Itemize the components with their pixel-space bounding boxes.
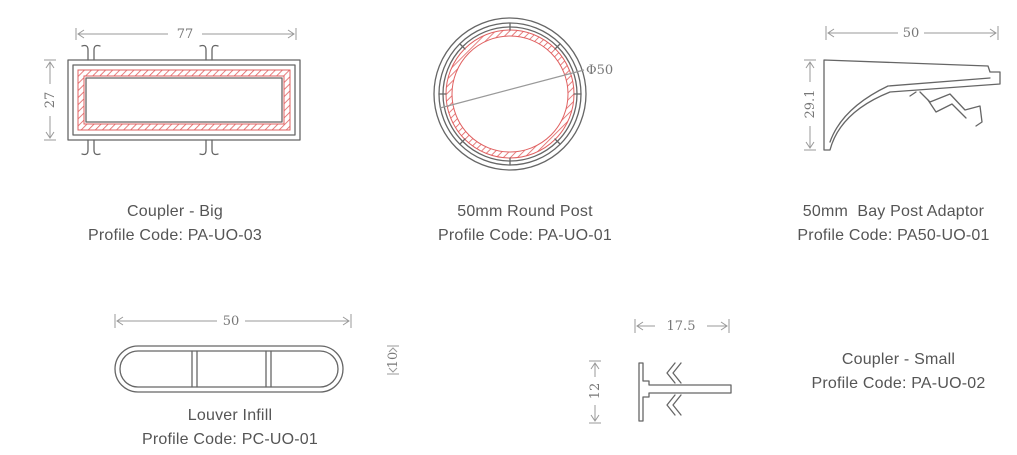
diameter-line [439,69,585,109]
width-dimension-line [75,28,297,40]
coupler-small-caption: Coupler - Small Profile Code: PA-UO-02 [780,348,1017,396]
round-post-profile [433,17,587,171]
bay-post-adaptor-drawing: 50 29.1 [790,22,1017,162]
profile-name: Coupler - Big [127,203,223,220]
profile-code: Profile Code: PA-UO-02 [811,375,986,392]
bay-post-adaptor-caption: 50mm Bay Post Adaptor Profile Code: PA50… [770,200,1017,248]
round-post-drawing: Φ50 [420,14,660,174]
height-dimension-label: 27 [43,92,58,109]
coupler-big-drawing: 77 27 [40,22,310,157]
width-dimension-label: 50 [903,26,920,41]
width-dimension-line [825,26,999,40]
round-post-caption: 50mm Round Post Profile Code: PA-UO-01 [400,200,650,248]
width-dimension-label: 50 [223,314,240,329]
profile-code: Profile Code: PC-UO-01 [141,431,319,448]
coupler-small-profile [638,362,732,422]
coupler-big-caption: Coupler - Big Profile Code: PA-UO-03 [40,200,310,248]
width-dimension-line [114,314,352,328]
width-dimension-label: 77 [177,27,194,42]
coupler-small-drawing: 17.5 12 [585,315,745,430]
louver-infill-drawing: 50 10 [105,308,405,403]
diameter-label: Φ50 [586,63,613,78]
profile-name: 50mm Round Post [457,203,593,220]
height-dimension-line [44,59,56,141]
louver-infill-profile [114,345,344,393]
profile-name: Louver Infill [187,407,273,424]
profile-code: Profile Code: PA-UO-01 [438,227,612,244]
width-dimension-line [634,319,730,333]
louver-infill-caption: Louver Infill Profile Code: PC-UO-01 [105,404,355,452]
profile-name: 50mm Bay Post Adaptor [802,203,985,220]
height-dimension-line [589,360,601,424]
bay-post-adaptor-profile [823,59,1001,151]
coupler-big-profile [67,44,301,156]
height-dimension-label: 10 [386,352,401,369]
height-dimension-label: 29.1 [803,90,818,119]
width-dimension-label: 17.5 [667,319,696,334]
height-dimension-line [804,59,816,151]
profile-code: Profile Code: PA50-UO-01 [797,227,990,244]
profile-name: Coupler - Small [841,351,956,368]
profile-code: Profile Code: PA-UO-03 [88,227,262,244]
height-dimension-line [387,345,399,375]
height-dimension-label: 12 [588,383,603,400]
